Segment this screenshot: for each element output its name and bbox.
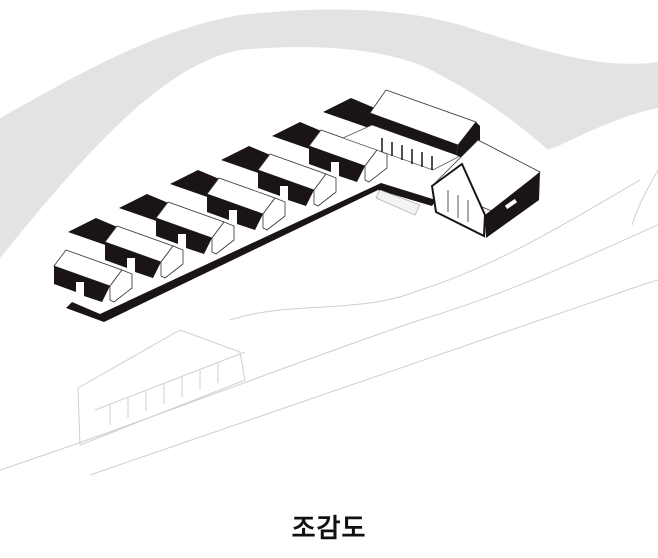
contour-lines [0, 169, 658, 476]
terrain-band [0, 9, 658, 258]
cafe-hall [430, 139, 541, 238]
guest-houses [53, 98, 389, 303]
drawing-caption: 조감도 [291, 514, 367, 544]
walkway [66, 183, 436, 322]
main-hall [341, 89, 480, 171]
